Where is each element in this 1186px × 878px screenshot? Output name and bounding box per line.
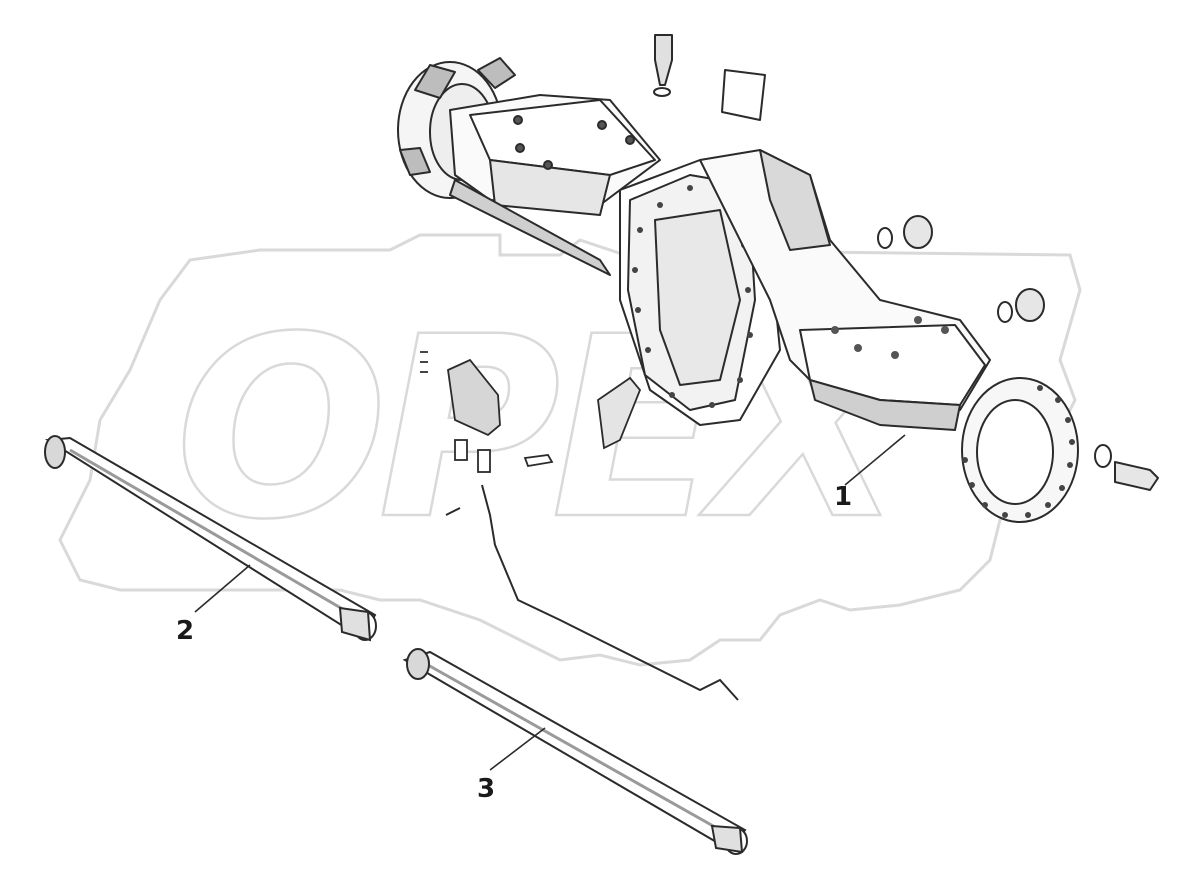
brake-pipe-icon [481, 484, 739, 701]
callout-label-1: 1 [834, 482, 853, 512]
watermark-gear-icon [58, 233, 1082, 667]
callout-label-3: 3 [477, 774, 496, 804]
axle-shaft-icon [402, 648, 748, 855]
leader-line-2 [194, 564, 251, 613]
axle-shaft-icon [44, 435, 377, 642]
leader-lines [194, 434, 906, 771]
leader-line-3 [489, 727, 546, 771]
axle-housing-icon [397, 34, 1159, 523]
bracket-assembly-icon [420, 351, 642, 473]
leader-line-1 [844, 434, 906, 486]
callout-label-2: 2 [176, 616, 195, 646]
